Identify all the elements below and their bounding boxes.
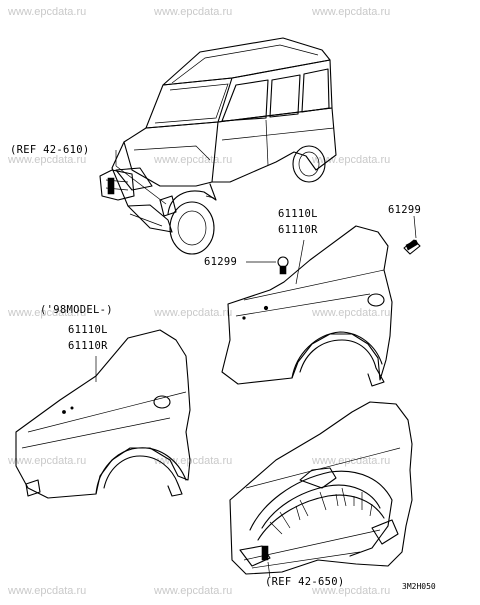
- ref-label-bottom[interactable]: (REF 42-650): [265, 576, 345, 588]
- watermark: www.epcdata.ru: [8, 307, 87, 319]
- watermark: www.epcdata.ru: [154, 455, 233, 467]
- ref-label-top[interactable]: (REF 42-610): [10, 144, 90, 156]
- watermark: www.epcdata.ru: [8, 6, 87, 18]
- watermark: www.epcdata.ru: [312, 6, 391, 18]
- part-number-61110r-upper[interactable]: 61110R: [278, 224, 318, 236]
- watermark: www.epcdata.ru: [312, 307, 391, 319]
- watermark: www.epcdata.ru: [154, 307, 233, 319]
- watermark: www.epcdata.ru: [154, 585, 233, 597]
- part-number-61110l-lower[interactable]: 61110L: [68, 324, 108, 336]
- diagram-code: 3M2H050: [402, 582, 436, 591]
- part-number-61299-middle[interactable]: 61299: [204, 256, 238, 268]
- fender-upper-right: [221, 215, 421, 387]
- fender-lower-left: [15, 329, 191, 499]
- watermark: www.epcdata.ru: [154, 6, 233, 18]
- model-note: ('98MODEL-): [40, 304, 113, 316]
- watermark: www.epcdata.ru: [8, 455, 87, 467]
- part-number-61110l-upper[interactable]: 61110L: [278, 208, 318, 220]
- watermark: www.epcdata.ru: [312, 585, 391, 597]
- part-number-61110r-lower[interactable]: 61110R: [68, 340, 108, 352]
- vehicle-illustration: [99, 37, 337, 255]
- watermark: www.epcdata.ru: [8, 585, 87, 597]
- part-number-61299-right[interactable]: 61299: [388, 204, 422, 216]
- watermark: www.epcdata.ru: [8, 154, 87, 166]
- watermark: www.epcdata.ru: [154, 154, 233, 166]
- fender-liner-assembly: [229, 401, 413, 579]
- watermark: www.epcdata.ru: [312, 154, 391, 166]
